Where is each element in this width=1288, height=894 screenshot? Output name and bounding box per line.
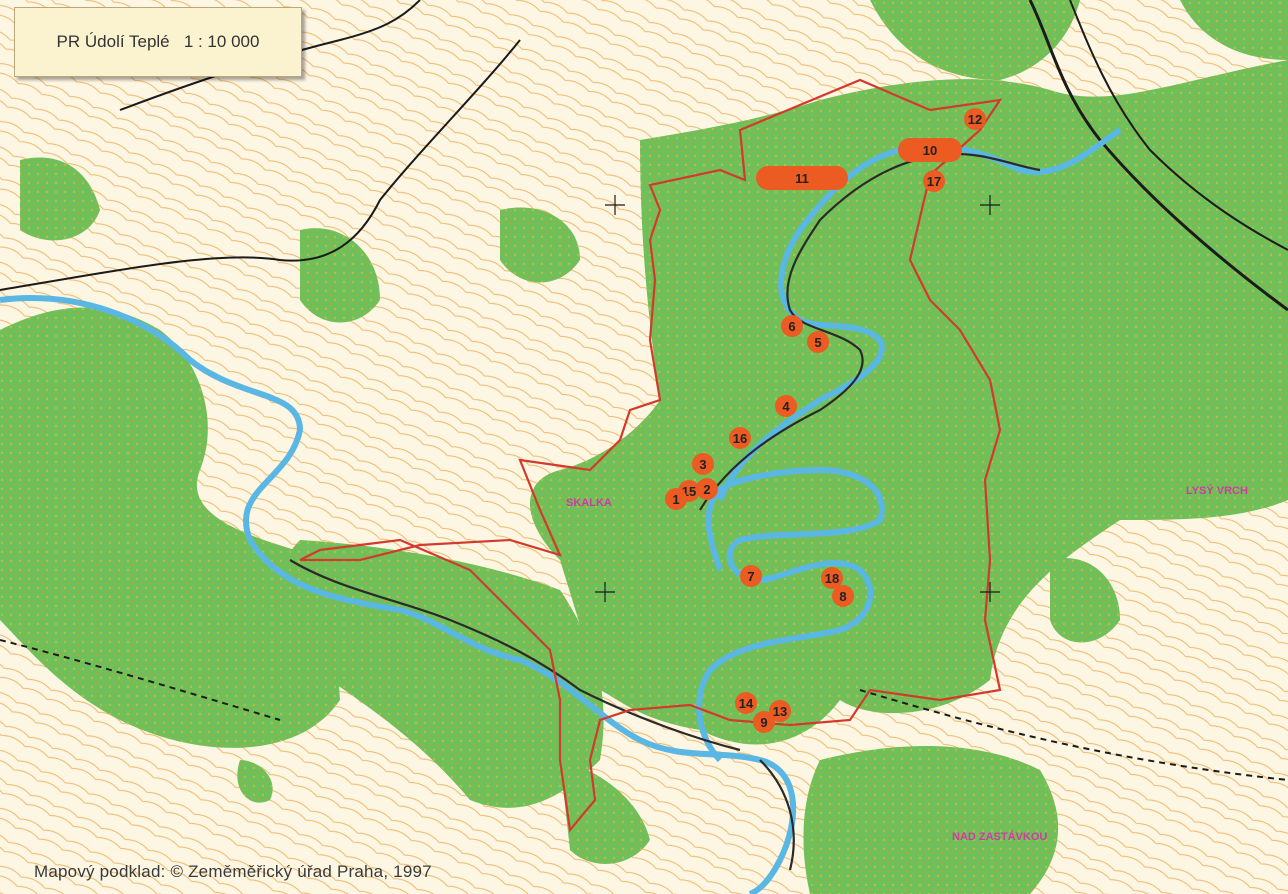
svg-text:8: 8	[839, 589, 846, 604]
svg-text:5: 5	[814, 335, 821, 350]
svg-text:1: 1	[672, 492, 679, 507]
svg-text:3: 3	[699, 457, 706, 472]
svg-text:17: 17	[927, 174, 941, 189]
grid-crosses	[595, 195, 1000, 602]
svg-text:16: 16	[733, 431, 747, 446]
marker-8[interactable]: 8	[832, 585, 854, 607]
marker-7[interactable]: 7	[740, 565, 762, 587]
svg-text:6: 6	[788, 319, 795, 334]
map-title: PR Údolí Teplé	[56, 32, 170, 51]
place-label-lysy-vrch: LYSÝ VRCH	[1186, 484, 1248, 497]
marker-6[interactable]: 6	[781, 315, 803, 337]
marker-11[interactable]: 11	[756, 166, 848, 190]
svg-text:18: 18	[825, 571, 839, 586]
marker-2[interactable]: 2	[696, 478, 718, 500]
place-label-nad-zastavkou: NAD ZASTÁVKOU	[952, 830, 1047, 843]
roads	[0, 0, 1288, 781]
map-title-box: PR Údolí Teplé 1 : 10 000	[14, 7, 302, 77]
svg-text:12: 12	[968, 112, 982, 127]
svg-text:13: 13	[773, 704, 787, 719]
marker-12[interactable]: 12	[964, 108, 986, 130]
map-attribution: Mapový podklad: © Zeměměřický úřad Praha…	[34, 862, 432, 881]
marker-5[interactable]: 5	[807, 331, 829, 353]
svg-text:4: 4	[782, 399, 790, 414]
marker-13[interactable]: 13	[769, 700, 791, 722]
marker-1[interactable]: 1	[665, 488, 687, 510]
river-tepla	[0, 127, 1122, 894]
svg-text:14: 14	[739, 696, 754, 711]
svg-text:10: 10	[923, 143, 937, 158]
place-label-skalka: SKALKA	[566, 497, 612, 509]
marker-9[interactable]: 9	[753, 711, 775, 733]
marker-14[interactable]: 14	[735, 692, 757, 714]
title-spacer	[170, 32, 184, 52]
marker-10[interactable]: 10	[898, 138, 962, 162]
svg-text:11: 11	[795, 171, 809, 186]
reserve-boundary	[299, 78, 1003, 833]
svg-text:7: 7	[747, 569, 754, 584]
map-scale: 1 : 10 000	[183, 32, 260, 51]
svg-text:2: 2	[703, 482, 710, 497]
marker-4[interactable]: 4	[775, 395, 797, 417]
marker-17[interactable]: 17	[923, 170, 945, 192]
marker-16[interactable]: 16	[729, 427, 751, 449]
marker-18[interactable]: 18	[821, 567, 843, 589]
svg-text:9: 9	[760, 715, 767, 730]
marker-3[interactable]: 3	[692, 453, 714, 475]
